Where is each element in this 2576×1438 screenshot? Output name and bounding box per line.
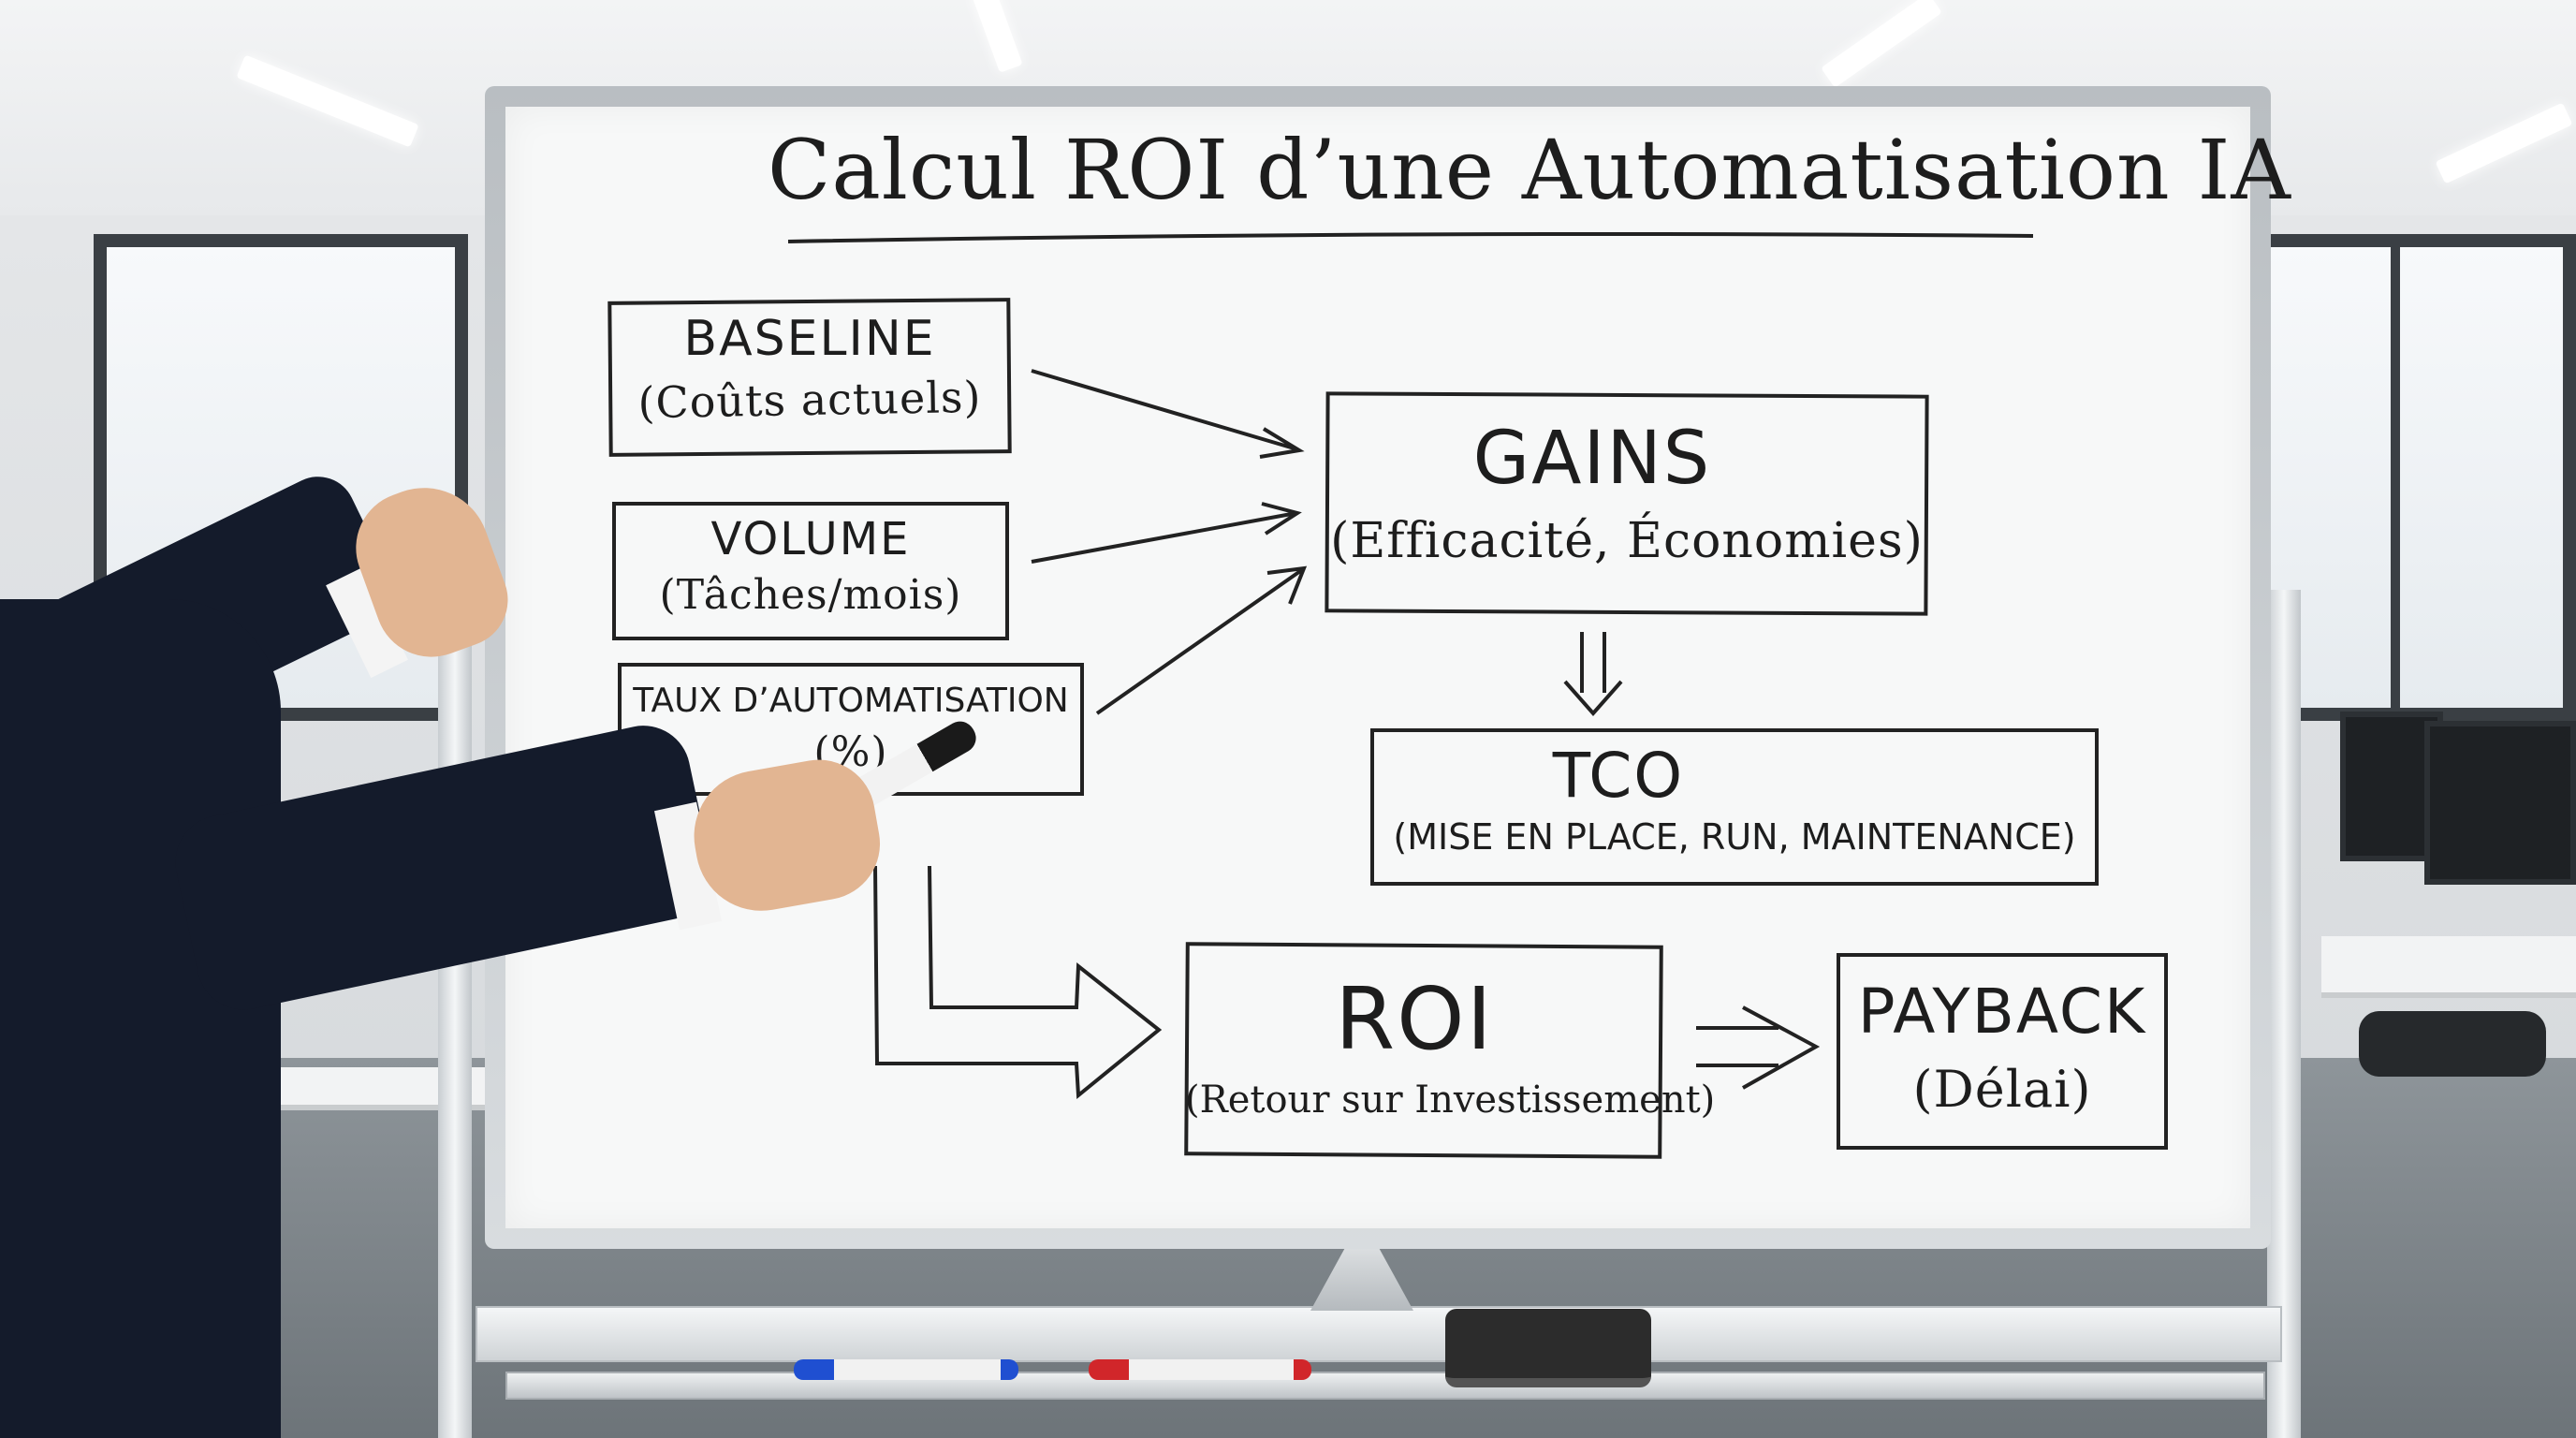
board-eraser[interactable]: [1445, 1309, 1651, 1387]
box-volume: [612, 502, 1009, 640]
payback-subtitle: (Délai): [1912, 1060, 2092, 1119]
red-marker[interactable]: [1089, 1359, 1311, 1380]
arrow-baseline-gains: [1031, 369, 1305, 459]
tco-subtitle: (MISE EN PLACE, RUN, MAINTENANCE): [1393, 816, 2076, 858]
whiteboard: [485, 86, 2271, 1249]
hollow-arrow-to-roi: [873, 865, 1163, 1100]
roi-title: ROI: [1335, 969, 1494, 1069]
box-tco: [1370, 728, 2099, 886]
baseline-subtitle: (Coûts actuels): [637, 371, 982, 429]
taux-title: TAUX D’AUTOMATISATION: [633, 682, 1069, 720]
board-title: Calcul ROI d’une Automatisation IA: [768, 122, 2291, 218]
whiteboard-surface: [505, 107, 2250, 1228]
tco-title: TCO: [1552, 740, 1685, 812]
arrow-volume-gains: [1031, 502, 1302, 564]
stand-leg-left: [438, 599, 472, 1438]
double-arrow-gains-tco: [1563, 632, 1623, 717]
baseline-title: BASELINE: [683, 311, 936, 367]
volume-title: VOLUME: [710, 513, 911, 565]
gains-title: GAINS: [1472, 417, 1712, 501]
suit-torso: [0, 599, 281, 1438]
roi-subtitle: (Retour sur Investissement): [1185, 1078, 1716, 1122]
box-payback: [1837, 953, 2168, 1150]
double-arrow-roi-payback: [1696, 1005, 1821, 1090]
stand-crossbar: [476, 1306, 2282, 1362]
volume-subtitle: (Tâches/mois): [659, 571, 962, 619]
monitor: [2424, 721, 2576, 885]
office-chair: [2359, 1011, 2546, 1077]
stand-leg-right: [2267, 590, 2301, 1438]
payback-title: PAYBACK: [1857, 976, 2147, 1048]
blue-marker[interactable]: [794, 1359, 1018, 1380]
gains-subtitle: (Efficacité, Économies): [1330, 513, 1924, 569]
desk: [2321, 936, 2576, 992]
arrow-taux-gains: [1095, 565, 1308, 715]
title-underline: [787, 232, 2034, 243]
